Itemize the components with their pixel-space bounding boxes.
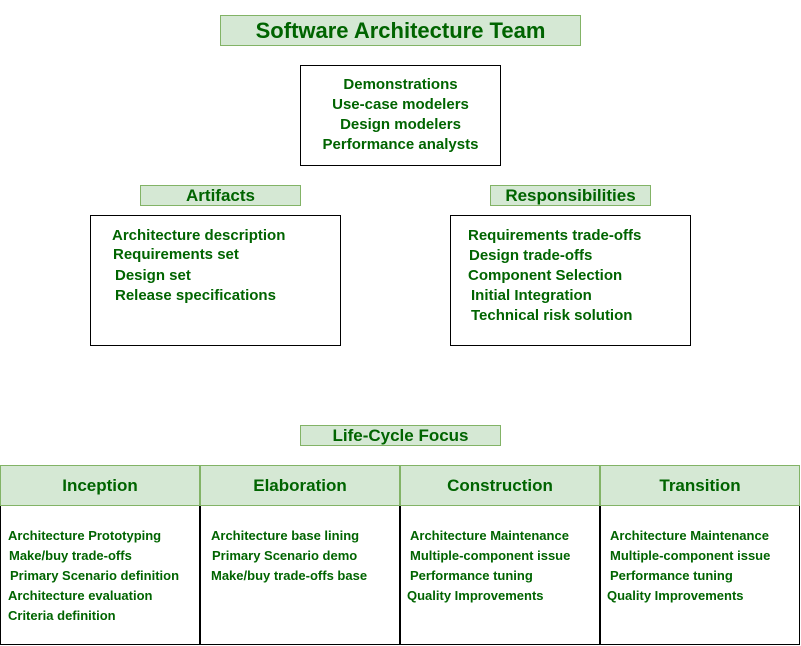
responsibility-item: Initial Integration [471, 287, 592, 304]
artifact-item: Release specifications [115, 287, 276, 304]
artifact-item: Design set [115, 267, 191, 284]
artifacts-box: Architecture description Requirements se… [90, 215, 341, 346]
phase-item: Primary Scenario definition [10, 568, 180, 583]
phase-item: Make/buy trade-offs [9, 548, 132, 563]
responsibility-item: Technical risk solution [471, 307, 633, 324]
phase-item: Performance tuning [610, 568, 733, 583]
phase-item: Primary Scenario demo [212, 548, 358, 563]
phase-item: Multiple-component issue [410, 548, 571, 563]
page-title: Software Architecture Team [220, 15, 581, 46]
phase-header-inception: Inception [0, 465, 200, 506]
phase-item: Criteria definition [8, 608, 116, 623]
phase-item: Quality Improvements [407, 588, 544, 603]
phase-body-transition: Architecture Maintenance Multiple-compon… [600, 506, 800, 645]
phase-item: Quality Improvements [607, 588, 744, 603]
phase-body-construction: Architecture Maintenance Multiple-compon… [400, 506, 600, 645]
phase-header-transition: Transition [600, 465, 800, 506]
artifacts-label: Artifacts [140, 185, 301, 206]
artifact-item: Architecture description [112, 227, 286, 244]
phase-item: Performance tuning [410, 568, 533, 583]
phase-body-elaboration: Architecture base lining Primary Scenari… [200, 506, 400, 645]
responsibility-item: Design trade-offs [469, 247, 593, 264]
team-role-item: Demonstrations [343, 76, 458, 93]
lifecycle-label: Life-Cycle Focus [300, 425, 501, 446]
artifact-item: Requirements set [113, 246, 239, 263]
phase-item: Architecture Prototyping [8, 528, 162, 543]
responsibility-item: Component Selection [468, 267, 623, 284]
phase-header-construction: Construction [400, 465, 600, 506]
phase-body-inception: Architecture Prototyping Make/buy trade-… [0, 506, 200, 645]
phase-item: Make/buy trade-offs base [211, 568, 368, 583]
team-role-item: Performance analysts [322, 136, 479, 153]
phase-item: Architecture Maintenance [610, 528, 769, 543]
responsibilities-label: Responsibilities [490, 185, 651, 206]
phase-header-elaboration: Elaboration [200, 465, 400, 506]
responsibility-item: Requirements trade-offs [468, 227, 642, 244]
phase-item: Architecture evaluation [8, 588, 153, 603]
responsibilities-box: Requirements trade-offs Design trade-off… [450, 215, 691, 346]
team-roles-box: Demonstrations Use-case modelers Design … [300, 65, 501, 166]
phase-item: Architecture base lining [211, 528, 360, 543]
phase-item: Multiple-component issue [610, 548, 771, 563]
team-role-item: Design modelers [340, 116, 461, 133]
phase-item: Architecture Maintenance [410, 528, 569, 543]
team-role-item: Use-case modelers [332, 96, 469, 113]
